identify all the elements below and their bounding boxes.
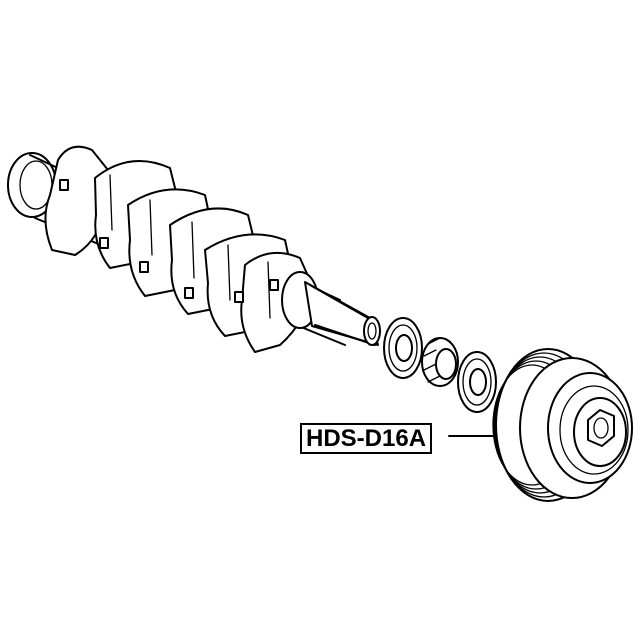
- crankshaft-pulley: [492, 348, 633, 502]
- timing-sprocket: [421, 337, 459, 387]
- outer-washer: [457, 351, 497, 413]
- part-number-label: HDS-D16A: [300, 423, 433, 454]
- inner-washer: [383, 317, 423, 379]
- crankshaft: [7, 145, 381, 353]
